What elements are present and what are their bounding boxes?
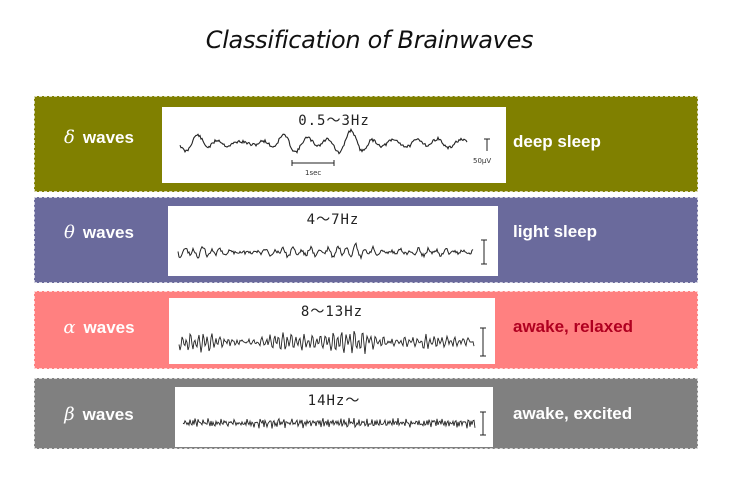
beta-waveform [182,411,486,436]
beta-name: waves [82,405,134,424]
alpha-waveform [178,327,486,357]
beta-wave-panel: 14Hz～ [175,387,493,447]
beta-state: awake, excited [513,404,633,423]
theta-waveform [177,239,487,265]
delta-waveform: 50μV 1sec [179,128,491,177]
alpha-name: waves [83,318,135,337]
beta-symbol: β [64,404,75,425]
theta-wave-panel: 4～7Hz [168,206,498,276]
alpha-state: awake, relaxed [513,317,634,336]
delta-scale-label: 50μV [473,157,491,165]
delta-state: deep sleep [513,132,601,151]
delta-name: waves [82,128,134,147]
alpha-frequency: 8～13Hz [300,304,364,320]
theta-frequency: 4～7Hz [306,212,360,228]
delta-time-label: 1sec [305,169,321,177]
beta-frequency: 14Hz～ [307,393,361,409]
alpha-symbol: α [63,317,76,338]
delta-frequency: 0.5～3Hz [298,113,370,129]
alpha-wave-panel: 8～13Hz [169,298,495,364]
diagram-title: Classification of Brainwaves [205,26,534,54]
theta-symbol: θ [64,222,75,243]
delta-wave-panel: 0.5～3Hz 50μV 1sec [162,107,506,183]
theta-state: light sleep [513,222,598,241]
delta-symbol: δ [64,127,75,148]
theta-name: waves [82,223,134,242]
